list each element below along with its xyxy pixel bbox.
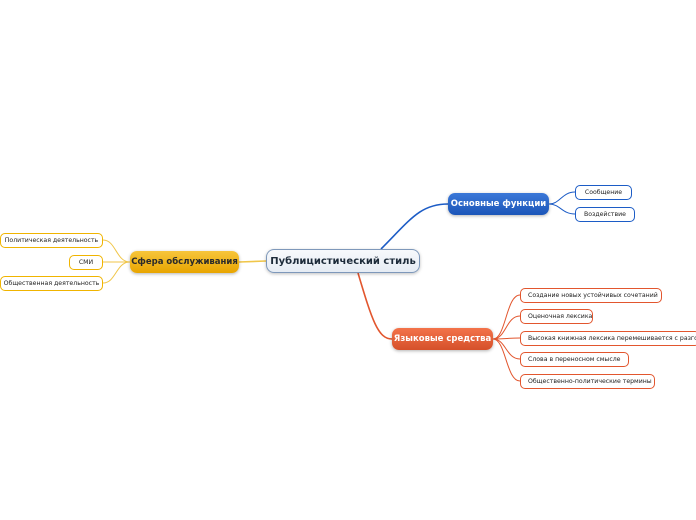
link-language-item [492,294,521,340]
subtopic-evaluative-vocabulary[interactable]: Оценочная лексика [520,309,593,324]
link-central-sphere [238,260,267,263]
subtopic-figurative-words[interactable]: Слова в переносном смысле [520,352,629,367]
subtopic-social-activity[interactable]: Общественная деятельность [0,276,103,291]
link-central-language [357,272,393,340]
subtopic-sociopolitical-terms[interactable]: Общественно-политические термины [520,374,655,389]
subtopic-political-activity[interactable]: Политическая деятельность [0,233,103,248]
topic-language-means[interactable]: Языковые средства [392,328,493,350]
subtopic-new-phrases[interactable]: Создание новых устойчивых сочетаний [520,288,662,303]
topic-sphere-of-service[interactable]: Сфера обслуживания [130,251,239,273]
link-language-item [492,337,521,340]
link-language-item [492,338,521,360]
link-functions-item [548,191,576,205]
link-language-item [492,338,521,382]
link-functions-item [548,203,576,215]
topic-main-functions[interactable]: Основные функции [448,193,549,215]
subtopic-message[interactable]: Сообщение [575,185,632,200]
central-topic[interactable]: Публицистический стиль [266,249,420,273]
link-central-functions [380,203,449,250]
subtopic-bookish-vocabulary[interactable]: Высокая книжная лексика перемешивается с… [520,331,696,346]
link-sphere-item [102,239,131,263]
subtopic-media[interactable]: СМИ [69,255,103,270]
subtopic-influence[interactable]: Воздействие [575,207,635,222]
link-sphere-item [102,261,131,284]
link-language-item [492,315,521,340]
